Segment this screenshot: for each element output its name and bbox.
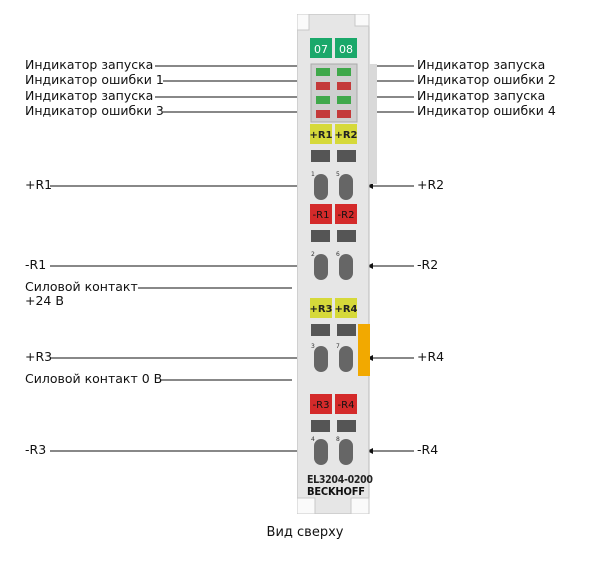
spring-contact-3 [314, 346, 328, 372]
run-led-1 [316, 68, 330, 76]
terminal-module: 07 08 +R1 +R2 1 5 -R1 -R2 2 6 +R3 +R4 [297, 14, 377, 514]
err-led-1 [316, 82, 330, 90]
release-lever-2 [311, 230, 330, 242]
release-lever-7 [337, 324, 356, 336]
label-err-led-4: Индикатор ошибки 4 [417, 103, 556, 118]
label-err-led-1: Индикатор ошибки 1 [25, 72, 164, 87]
minus-r2-marker: -R2 [338, 210, 355, 221]
svg-text:5: 5 [336, 171, 340, 178]
led-row-2 [316, 82, 351, 90]
channel-08-text: 08 [339, 43, 353, 56]
channel-07-text: 07 [314, 43, 328, 56]
release-lever-8 [337, 420, 356, 432]
plus-r1-marker: +R1 [309, 130, 332, 141]
release-lever-1 [311, 150, 330, 162]
release-lever-5 [337, 150, 356, 162]
led-row-4 [316, 110, 351, 118]
label-minus-r3: -R3 [25, 442, 47, 457]
label-run-led-1: Индикатор запуска [25, 57, 154, 72]
plus-r2-marker: +R2 [334, 130, 357, 141]
run-led-2 [337, 68, 351, 76]
err-led-2 [337, 82, 351, 90]
plus-r3-marker: +R3 [309, 304, 332, 315]
svg-text:6: 6 [336, 251, 340, 258]
spring-contact-5 [339, 174, 353, 200]
spring-contact-1 [314, 174, 328, 200]
plus-r4-marker: +R4 [334, 304, 357, 315]
svg-text:2: 2 [311, 251, 315, 258]
label-run-led-3: Индикатор запуска [25, 88, 154, 103]
label-plus-r3: +R3 [25, 349, 53, 364]
orange-power-tab [358, 324, 370, 376]
minus-r4-marker: -R4 [338, 400, 355, 411]
led-row-3 [316, 96, 351, 104]
label-minus-r2: -R2 [417, 257, 439, 272]
spring-contact-7 [339, 346, 353, 372]
svg-text:4: 4 [311, 436, 315, 443]
label-power-24v: Силовой контакт +24 В [25, 279, 138, 308]
label-plus-r1: +R1 [25, 177, 53, 192]
label-power-0v: Силовой контакт 0 В [25, 371, 163, 386]
caption-top-view: Вид сверху [266, 525, 344, 540]
svg-text:1: 1 [311, 171, 315, 178]
release-lever-4 [311, 420, 330, 432]
svg-text:3: 3 [311, 343, 315, 350]
err-led-3 [316, 110, 330, 118]
brand-logo-text: BECKHOFF [307, 485, 365, 498]
label-minus-r1: -R1 [25, 257, 47, 272]
svg-text:7: 7 [336, 343, 340, 350]
model-number: EL3204-0200 [307, 474, 373, 486]
channel-08-box [335, 38, 357, 58]
channel-07-box [310, 38, 332, 58]
label-minus-r4: -R4 [417, 442, 439, 457]
led-row-1 [316, 68, 351, 76]
label-err-led-2: Индикатор ошибки 2 [417, 72, 556, 87]
release-lever-3 [311, 324, 330, 336]
module-label: EL3204-0200 BECKHOFF [307, 474, 373, 498]
label-err-led-3: Индикатор ошибки 3 [25, 103, 164, 118]
housing-side-contacts [369, 64, 377, 184]
run-led-4 [337, 96, 351, 104]
release-lever-6 [337, 230, 356, 242]
label-plus-r2: +R2 [417, 177, 445, 192]
err-led-4 [337, 110, 351, 118]
spring-contact-4 [314, 439, 328, 465]
spring-contact-8 [339, 439, 353, 465]
label-run-led-2: Индикатор запуска [417, 57, 546, 72]
label-run-led-4: Индикатор запуска [417, 88, 546, 103]
svg-text:8: 8 [336, 436, 340, 443]
minus-r3-marker: -R3 [313, 400, 330, 411]
minus-r1-marker: -R1 [313, 210, 330, 221]
spring-contact-2 [314, 254, 328, 280]
spring-contact-6 [339, 254, 353, 280]
label-plus-r4: +R4 [417, 349, 445, 364]
run-led-3 [316, 96, 330, 104]
